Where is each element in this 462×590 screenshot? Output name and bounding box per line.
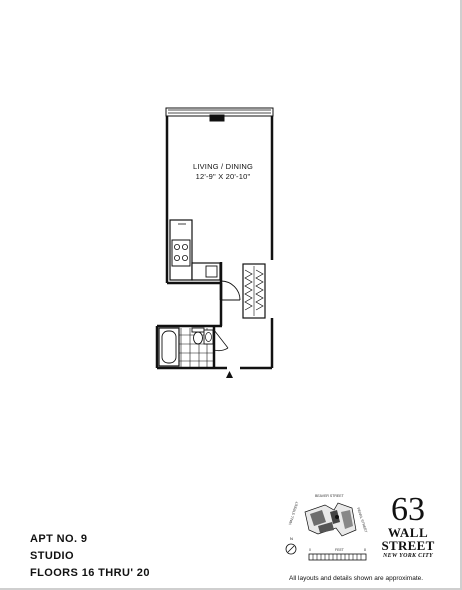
room-name: LIVING / DINING bbox=[192, 162, 254, 171]
building-street-line1: WALL bbox=[387, 525, 429, 540]
column bbox=[209, 114, 225, 122]
living-dining-label: LIVING / DINING 12'-9" X 20'-10" bbox=[178, 162, 268, 182]
bathtub bbox=[158, 327, 180, 367]
room-dimensions: 12'-9" X 20'-10" bbox=[195, 172, 251, 181]
scale-start: 0 bbox=[309, 548, 311, 552]
bathtub-basin bbox=[161, 330, 177, 364]
toilet-tank bbox=[191, 327, 205, 333]
burner bbox=[173, 243, 180, 250]
toilet bbox=[193, 331, 203, 345]
kitchen bbox=[169, 219, 221, 281]
burner bbox=[181, 254, 188, 261]
burner bbox=[181, 243, 188, 250]
bathroom bbox=[158, 327, 229, 367]
scale-end: 8 bbox=[364, 548, 366, 552]
apartment-floors: FLOORS 16 THRU' 20 bbox=[30, 567, 150, 579]
key-plan-building bbox=[304, 502, 357, 537]
key-plan-street-left: WALL STREET bbox=[288, 500, 300, 525]
vanity bbox=[203, 329, 214, 345]
exterior-walls bbox=[155, 107, 274, 370]
building-logo: 63 WALL STREET NEW YORK CITY bbox=[372, 491, 444, 560]
key-plan-street-right: PEARL STREET bbox=[356, 507, 368, 534]
scale-bar bbox=[308, 553, 367, 561]
entry-door bbox=[220, 280, 241, 301]
closet-hangers bbox=[244, 269, 264, 311]
building-city: NEW YORK CITY bbox=[382, 553, 434, 559]
burner bbox=[173, 254, 180, 261]
apartment-type: STUDIO bbox=[30, 550, 74, 562]
apartment-number: APT NO. 9 bbox=[30, 533, 88, 545]
apartment-info: APT NO. 9 STUDIO FLOORS 16 THRU' 20 bbox=[30, 531, 150, 582]
disclaimer-text: All layouts and details shown are approx… bbox=[289, 575, 424, 582]
building-street-line2: STREET bbox=[381, 538, 435, 553]
key-plan: BEAVER STREET WALL STREET PEARL STREET N… bbox=[285, 494, 368, 561]
vanity-sink bbox=[205, 332, 212, 342]
entrance-arrow-icon bbox=[226, 371, 233, 378]
building-number: 63 bbox=[391, 491, 425, 528]
key-plan-unit-marker bbox=[335, 515, 339, 519]
kitchen-counter bbox=[169, 219, 193, 281]
stove bbox=[171, 239, 191, 267]
scale-label: FEET bbox=[335, 548, 345, 552]
key-plan-street-top: BEAVER STREET bbox=[315, 494, 345, 498]
compass-north-label: N bbox=[290, 536, 293, 541]
sink bbox=[205, 265, 218, 278]
